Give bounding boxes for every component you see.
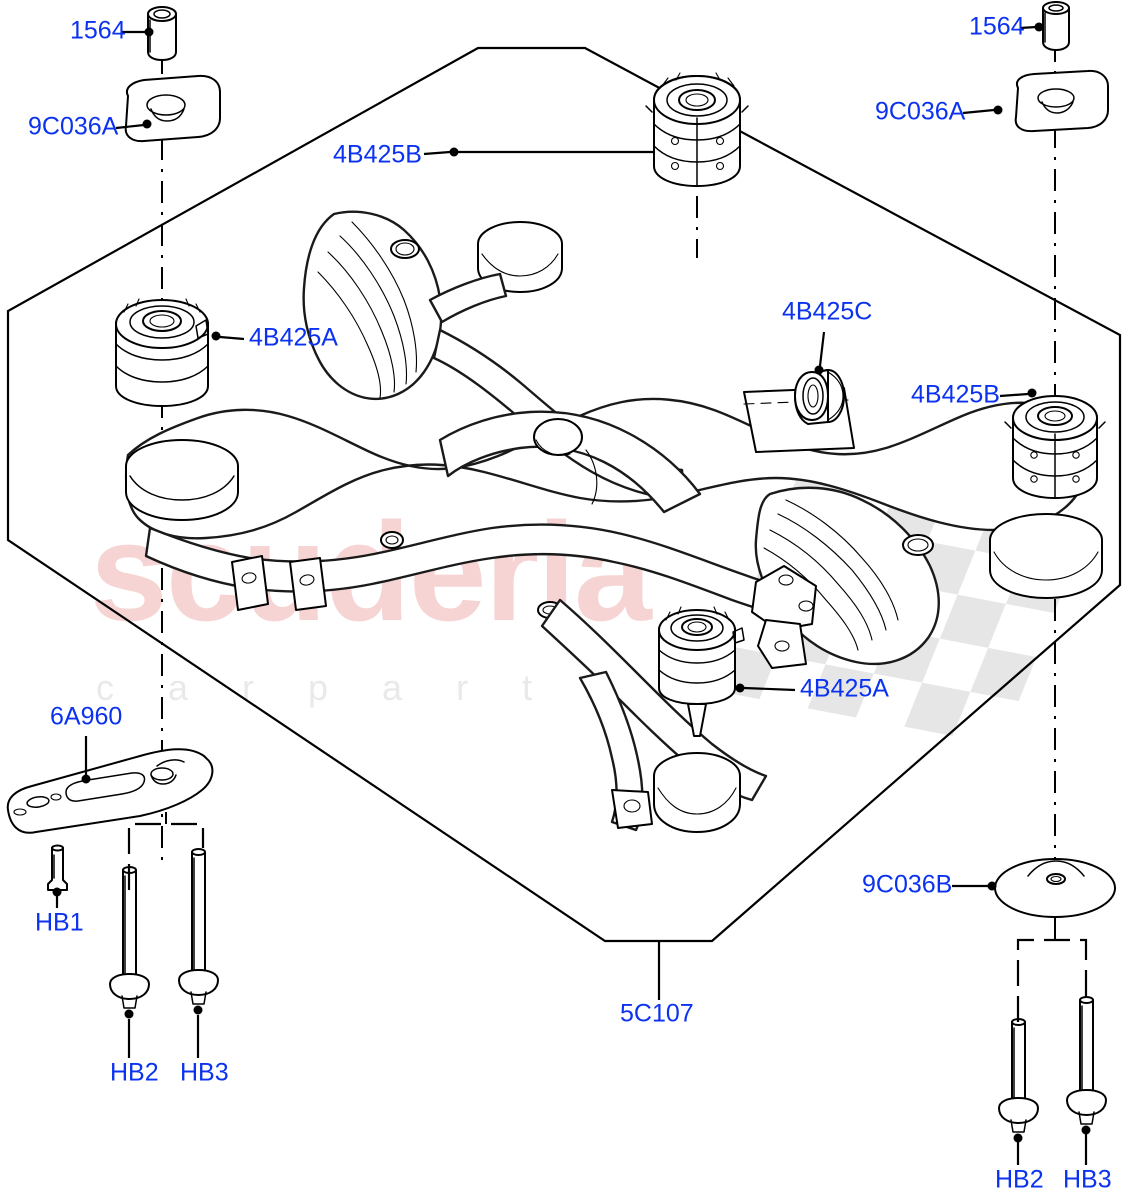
leader-lines: [52, 22, 1091, 1165]
part-9C036B-plate: [994, 858, 1116, 918]
bolt-group-bracket-left: [127, 822, 205, 890]
callout-4B425A-center[interactable]: 4B425A: [800, 675, 889, 703]
part-HB2-bolt-left: [109, 866, 150, 1009]
callout-HB3-right[interactable]: HB3: [1063, 1166, 1112, 1194]
callout-1564-right[interactable]: 1564: [969, 13, 1025, 41]
shield-hole-left: [390, 239, 420, 259]
rail-eyelet-1: [380, 531, 404, 549]
rear-subframe-body: [124, 210, 1103, 833]
callout-HB2-left[interactable]: HB2: [110, 1059, 159, 1087]
callout-HB2-right[interactable]: HB2: [995, 1166, 1044, 1194]
shield-hole-right: [902, 534, 934, 556]
watermark-tagline: c a r p a r t s: [96, 667, 626, 708]
part-HB2-bolt-right: [998, 1018, 1039, 1133]
central-boss: [533, 418, 583, 456]
callout-labels: 1564 9C036A 4B425B 4B425A 4B425C 1564 9C…: [28, 13, 1112, 1194]
part-9C036A-plate-right: [1014, 69, 1109, 133]
bracket-tab-2: [289, 557, 327, 611]
callout-9C036B[interactable]: 9C036B: [862, 871, 952, 899]
eye-bracket-b: [757, 619, 807, 669]
subframe-boundary-frame: [6, 46, 1122, 943]
part-4B425A-left-bush: [115, 298, 209, 407]
part-4B425C-bush: [794, 369, 845, 425]
part-4B425B-top-bush: [645, 72, 749, 187]
callout-9C036A-right[interactable]: 9C036A: [875, 98, 966, 126]
part-HB1-bolt: [47, 844, 68, 891]
part-4B425B-right-bush: [1004, 395, 1106, 499]
callout-6A960[interactable]: 6A960: [50, 703, 122, 731]
callout-4B425B-right[interactable]: 4B425B: [911, 381, 1000, 409]
callout-HB3-left[interactable]: HB3: [180, 1059, 229, 1087]
callout-HB1[interactable]: HB1: [35, 909, 84, 937]
part-6A960-bracket: [6, 748, 214, 834]
part-4B425A-center-bush: [658, 606, 745, 737]
eye-bracket-a: [751, 565, 817, 631]
callout-9C036A-left[interactable]: 9C036A: [28, 113, 119, 141]
callout-4B425A-left[interactable]: 4B425A: [249, 324, 338, 352]
part-HB3-bolt-left: [178, 848, 219, 1005]
callout-4B425C[interactable]: 4B425C: [782, 298, 872, 326]
callout-5C107[interactable]: 5C107: [620, 1000, 694, 1028]
part-9C036A-plate-left: [124, 74, 221, 143]
part-1564-sleeve-right: [1042, 1, 1070, 51]
callout-4B425B-top[interactable]: 4B425B: [333, 141, 422, 169]
callout-1564-left[interactable]: 1564: [70, 17, 126, 45]
bolt-group-bracket-right: [1016, 938, 1088, 1022]
lower-leg-foot: [611, 789, 653, 829]
part-HB3-bolt-right: [1066, 996, 1107, 1125]
